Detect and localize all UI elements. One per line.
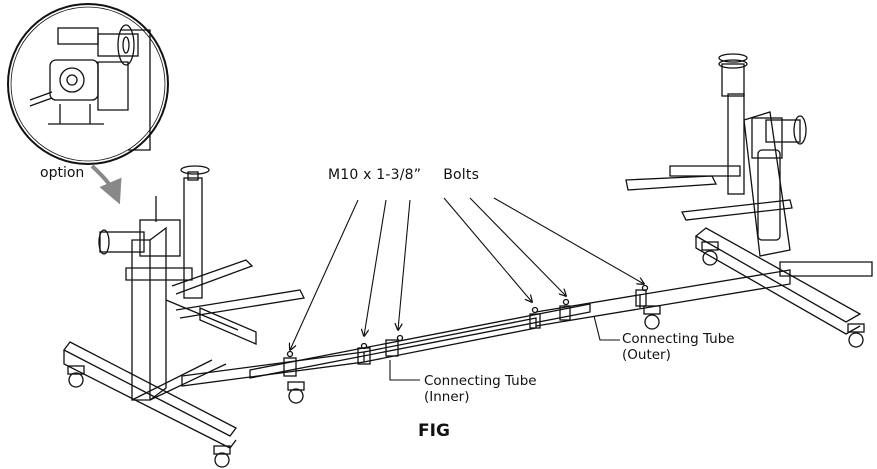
- bolts-callout-label: M10 x 1-3/8” Bolts: [328, 168, 479, 182]
- inner-tube-label: Connecting Tube (Inner): [424, 373, 537, 406]
- bolt-leader-lines: [290, 197, 644, 350]
- option-pointer-arrow: [90, 164, 122, 205]
- option-detail-inset: [7, 3, 169, 165]
- outer-tube-line2: (Outer): [622, 347, 671, 364]
- tube-leader-lines: [389, 315, 620, 381]
- bolts-word-text: Bolts: [443, 167, 480, 183]
- bolts-spec-text: M10 x 1-3/8”: [328, 167, 422, 183]
- figure-caption: FIG: [418, 421, 450, 441]
- connecting-tubes: [181, 269, 791, 387]
- outer-tube-label: Connecting Tube (Outer): [622, 331, 735, 364]
- outer-tube-line1: Connecting Tube: [622, 331, 735, 347]
- inner-tube-line2: (Inner): [424, 389, 470, 406]
- option-label: option: [40, 165, 85, 181]
- inner-tube-line1: Connecting Tube: [424, 373, 537, 389]
- left-stand: [63, 165, 305, 468]
- right-stand: [625, 53, 873, 348]
